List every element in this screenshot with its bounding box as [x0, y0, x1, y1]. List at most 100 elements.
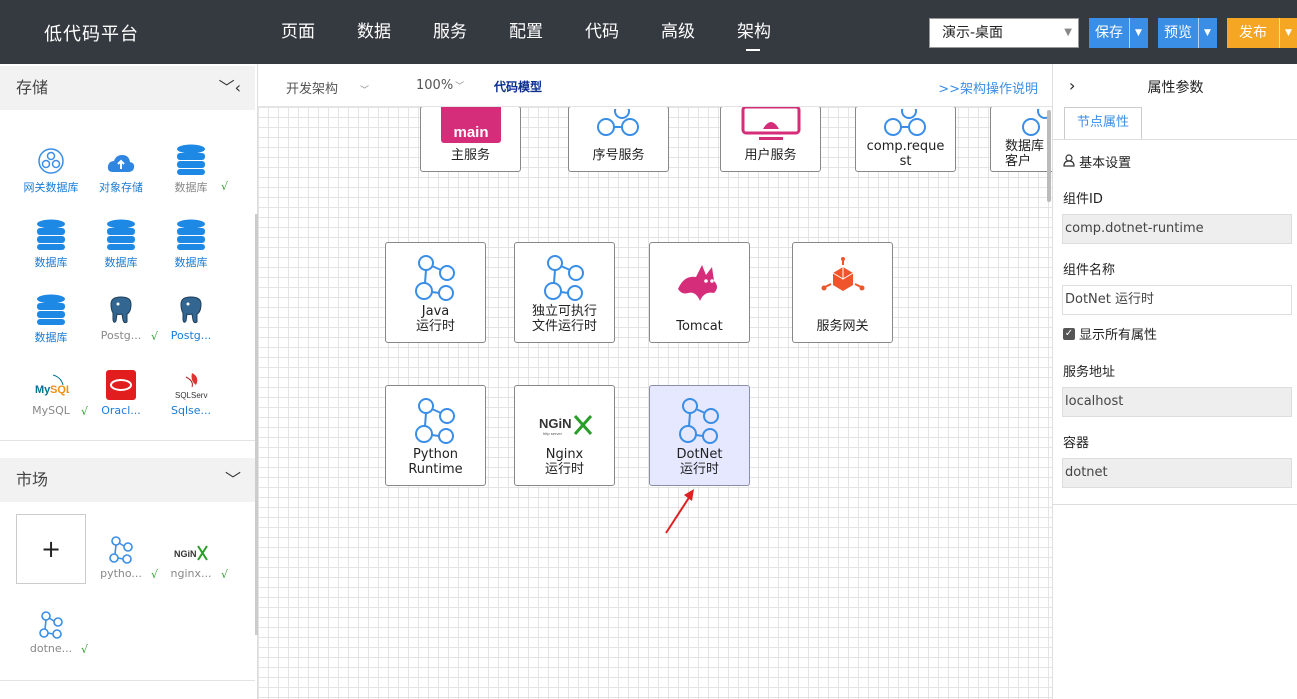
- caret-down-icon[interactable]: ▼: [1129, 18, 1147, 48]
- mode-select[interactable]: 开发架构﹀: [286, 78, 369, 97]
- chevron-down-icon: ﹀: [455, 82, 465, 92]
- nav-item-page[interactable]: 页面: [281, 22, 315, 42]
- storage-item-mysql[interactable]: MySQL MySQL √: [16, 367, 88, 431]
- storage-item-gateway-db[interactable]: 网关数据库: [16, 142, 86, 206]
- publish-button[interactable]: 发布 ▼: [1227, 18, 1297, 48]
- storage-item-postgres[interactable]: Postg...: [156, 292, 226, 356]
- show-all-props-checkbox[interactable]: ✓ 显示所有属性: [1063, 324, 1157, 343]
- storage-item-database[interactable]: 数据库: [156, 217, 226, 281]
- monitor-user-icon: [741, 107, 800, 140]
- storage-section-header[interactable]: 存储 ﹀‹: [0, 66, 255, 110]
- storage-item-sqlserver[interactable]: SQLServer Sqlse...: [156, 367, 226, 431]
- market-item-python[interactable]: pytho... √: [86, 530, 158, 594]
- sqlserver-icon: SQLServer: [175, 373, 208, 400]
- storage-item-database[interactable]: 数据库: [16, 292, 86, 356]
- tile-label: dotne...: [29, 642, 73, 655]
- canvas-node-executable-runtime[interactable]: 独立可执行 文件运行时: [514, 242, 615, 343]
- storage-item-object-storage[interactable]: 对象存储: [86, 142, 156, 206]
- caret-down-icon[interactable]: ▼: [1198, 18, 1216, 48]
- add-market-item-button[interactable]: +: [16, 514, 86, 584]
- market-item-dotnet[interactable]: dotne... √: [16, 605, 88, 669]
- service-address-field[interactable]: localhost: [1062, 387, 1292, 417]
- storage-item-oracle[interactable]: Oracl...: [86, 367, 156, 431]
- environment-select-value: 演示-桌面: [942, 25, 1004, 41]
- canvas-node-db-client[interactable]: 数据库客户: [990, 107, 1052, 172]
- tile-label: 数据库: [34, 256, 68, 269]
- zoom-select[interactable]: 100%﹀: [416, 78, 464, 93]
- tile-label: 数据库: [104, 256, 138, 269]
- properties-panel: › 属性参数 节点属性 基本设置 组件ID comp.dotnet-runtim…: [1052, 64, 1297, 699]
- storage-item-database[interactable]: 数据库: [86, 217, 156, 281]
- save-button[interactable]: 保存 ▼: [1089, 18, 1148, 48]
- left-scrollbar[interactable]: [255, 214, 258, 635]
- canvas-node-java-runtime[interactable]: Java 运行时: [385, 242, 486, 343]
- canvas-node-tomcat[interactable]: Tomcat: [649, 242, 750, 343]
- tile-label: 数据库: [174, 181, 208, 194]
- architecture-canvas[interactable]: main 主服务 序号服务 用户服务 comp.request 数据库客户 Ja…: [258, 107, 1052, 699]
- nav-item-service[interactable]: 服务: [433, 22, 467, 42]
- tile-label: Postg...: [170, 329, 212, 342]
- check-icon: √: [150, 568, 158, 581]
- node-label: DotNet 运行时: [676, 447, 723, 477]
- environment-select[interactable]: 演示-桌面 ▼: [929, 18, 1079, 48]
- canvas-toolbar: 开发架构﹀ 100%﹀ 代码模型 >>架构操作说明: [258, 64, 1052, 107]
- check-icon: √: [220, 180, 228, 193]
- node-graph-icon: [596, 109, 639, 136]
- tile-label: pytho...: [100, 567, 142, 580]
- nav-item-architecture[interactable]: 架构: [716, 0, 792, 64]
- collapse-chevron-icon[interactable]: ﹀‹: [218, 78, 241, 97]
- postgres-icon: [110, 296, 132, 324]
- canvas-scrollbar[interactable]: [1047, 110, 1051, 202]
- main-badge-text: main: [453, 124, 489, 141]
- tab-node-properties[interactable]: 节点属性: [1064, 107, 1142, 139]
- chevron-down-icon: ﹀: [360, 86, 370, 96]
- preview-button[interactable]: 预览 ▼: [1158, 18, 1217, 48]
- code-model-link[interactable]: 代码模型: [494, 80, 543, 94]
- nav-item-advanced[interactable]: 高级: [661, 22, 695, 42]
- database-icon: [177, 219, 205, 250]
- canvas-node-dotnet-runtime[interactable]: DotNet 运行时: [649, 385, 750, 486]
- chevron-right-icon[interactable]: ›: [1069, 76, 1076, 95]
- canvas-node-main-service[interactable]: main 主服务: [420, 107, 521, 172]
- container-field[interactable]: dotnet: [1062, 458, 1292, 488]
- storage-item-postgres[interactable]: Postg... √: [86, 292, 158, 356]
- divider: [1053, 504, 1297, 505]
- main-nav: 页面 数据 服务 配置 代码 高级 架构: [260, 0, 792, 64]
- tile-label: nginx...: [170, 567, 212, 580]
- caret-down-icon[interactable]: ▼: [1279, 18, 1297, 48]
- storage-section-title: 存储: [16, 78, 49, 97]
- chevron-down-icon[interactable]: ﹀: [224, 470, 241, 489]
- storage-item-database[interactable]: 数据库 √: [156, 142, 228, 206]
- node-graph-icon: [883, 109, 926, 136]
- mysql-icon: MySQL: [35, 374, 69, 396]
- oracle-icon: [106, 370, 136, 400]
- component-name-field[interactable]: DotNet 运行时: [1062, 285, 1292, 315]
- node-label: comp.request: [866, 139, 945, 169]
- nav-item-data[interactable]: 数据: [357, 22, 391, 42]
- checkbox-checked-icon[interactable]: ✓: [1063, 327, 1075, 340]
- container-label: 容器: [1063, 436, 1090, 451]
- node-label: 服务网关: [816, 319, 869, 334]
- canvas-node-service-gateway[interactable]: 服务网关: [792, 242, 893, 343]
- canvas-node-sequence-service[interactable]: 序号服务: [568, 107, 669, 172]
- component-id-field[interactable]: comp.dotnet-runtime: [1062, 214, 1292, 244]
- market-section-header[interactable]: 市场 ﹀: [0, 458, 255, 502]
- architecture-help-link[interactable]: >>架构操作说明: [938, 82, 1038, 97]
- canvas-node-comp-request[interactable]: comp.request: [855, 107, 956, 172]
- nginx-icon: NGiN: [174, 545, 208, 561]
- tile-label: Sqlse...: [170, 404, 211, 417]
- market-item-nginx[interactable]: NGiN nginx... √: [156, 530, 228, 594]
- gateway-icon: [821, 257, 864, 291]
- divider: [0, 440, 255, 441]
- show-all-props-label: 显示所有属性: [1079, 328, 1158, 343]
- nav-item-code[interactable]: 代码: [585, 22, 619, 42]
- tile-label: MySQL: [32, 404, 70, 417]
- canvas-node-user-service[interactable]: 用户服务: [720, 107, 821, 172]
- canvas-node-python-runtime[interactable]: Python Runtime: [385, 385, 486, 486]
- storage-item-database[interactable]: 数据库: [16, 217, 86, 281]
- divider: [0, 680, 255, 681]
- preview-button-label: 预览: [1164, 25, 1192, 41]
- nav-item-config[interactable]: 配置: [509, 22, 543, 42]
- node-label: 序号服务: [592, 148, 645, 163]
